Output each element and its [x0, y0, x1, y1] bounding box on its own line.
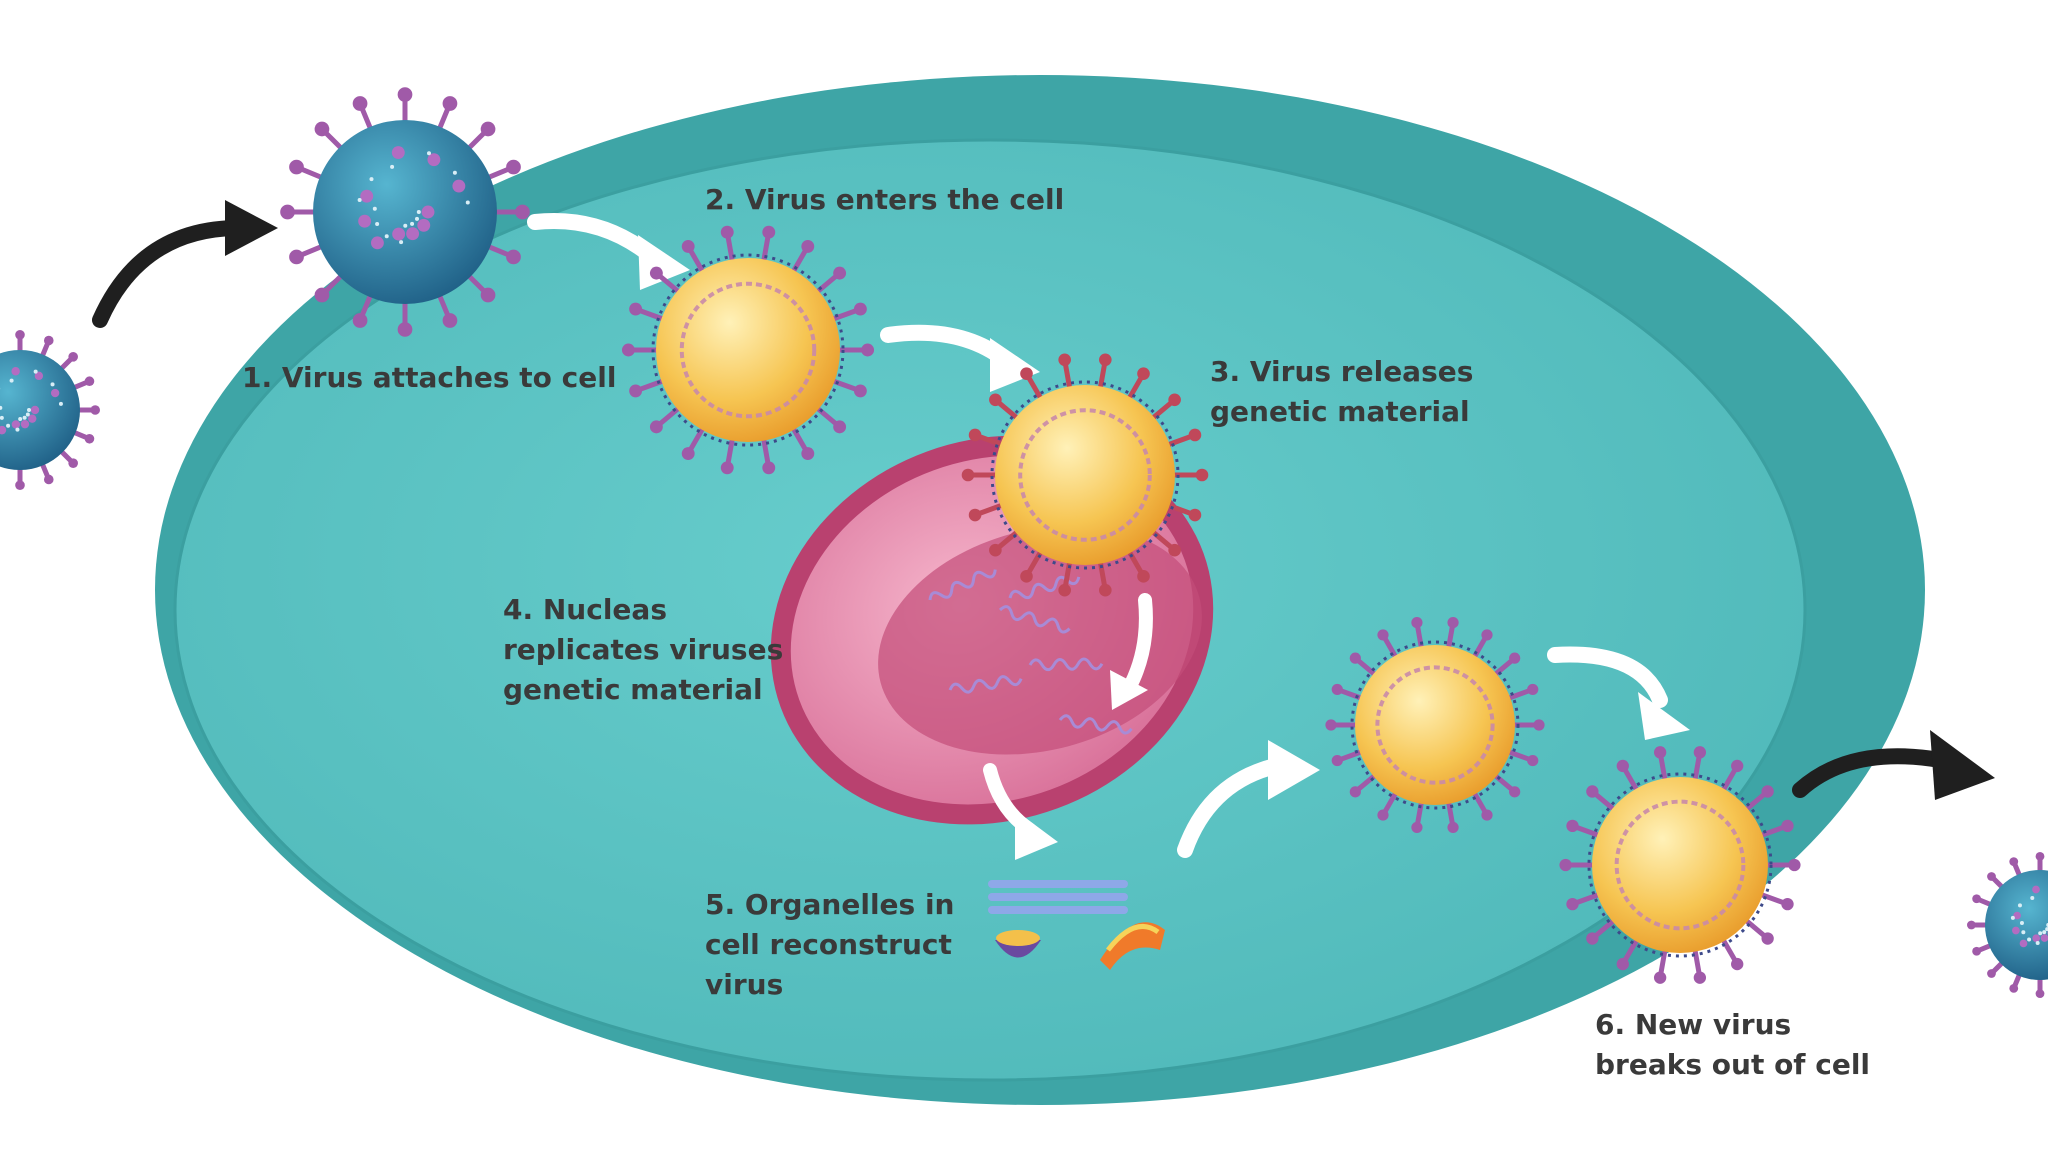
virus-breaking-out-capsid	[1559, 746, 1801, 984]
step-5-line-1: 5. Organelles in	[705, 888, 955, 921]
step-6-line-1: 6. New virus	[1595, 1008, 1792, 1041]
step-1-line-1: 1. Virus attaches to cell	[242, 361, 617, 394]
step-4-line-2: replicates viruses	[503, 633, 784, 666]
step-3-label: 3. Virus releases genetic material	[1210, 352, 1473, 432]
viruses	[0, 87, 2048, 998]
arrows	[92, 200, 1995, 860]
virus-releasing-capsid	[961, 353, 1209, 597]
step-3-line-2: genetic material	[1210, 395, 1470, 428]
black-arrow-out	[1792, 748, 1948, 798]
step-2-line-1: 2. Virus enters the cell	[705, 183, 1065, 216]
black-arrow-in	[92, 220, 243, 328]
step-2-label: 2. Virus enters the cell	[705, 180, 1064, 220]
step-5-label: 5. Organelles in cell reconstruct virus	[705, 885, 954, 1005]
virus-left-icon	[0, 330, 100, 491]
organelles	[988, 880, 1165, 970]
step-4-line-1: 4. Nucleas	[503, 593, 667, 626]
step-6-label: 6. New virus breaks out of cell	[1595, 1005, 1870, 1085]
step-3-line-1: 3. Virus releases	[1210, 355, 1474, 388]
virus-attaching-icon	[280, 87, 530, 337]
virus-exiting-icon	[1967, 852, 2048, 998]
ribosome-rows	[988, 880, 1128, 914]
step-4-label: 4. Nucleas replicates viruses genetic ma…	[503, 590, 783, 710]
virus-entering-capsid	[621, 225, 875, 475]
new-virus-capsid	[1325, 616, 1545, 834]
step-5-line-3: virus	[705, 968, 784, 1001]
genetic-material-strands	[928, 569, 1133, 735]
step-1-label: 1. Virus attaches to cell	[242, 358, 616, 398]
step-4-line-3: genetic material	[503, 673, 763, 706]
step-5-line-2: cell reconstruct	[705, 928, 952, 961]
organelle-bowl	[995, 930, 1041, 958]
step-6-line-2: breaks out of cell	[1595, 1048, 1871, 1081]
golgi-organelle	[1100, 922, 1165, 970]
